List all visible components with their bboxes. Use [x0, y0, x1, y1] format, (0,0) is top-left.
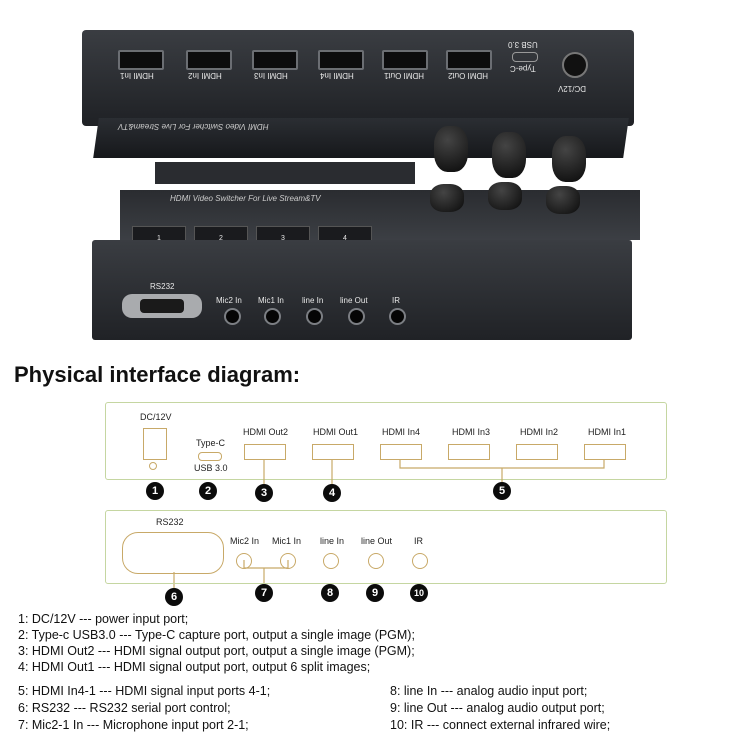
hdmi-label: HDMI Out2: [243, 427, 289, 437]
jack-shape: [236, 553, 252, 569]
hdmi-label: HDMI In3: [452, 427, 491, 437]
usb-label: USB 3.0: [194, 463, 228, 473]
callout-number: 6: [165, 588, 183, 606]
dc-label: DC/12V: [558, 84, 587, 93]
typec-label: Type-C: [510, 64, 536, 73]
hdmi-shape: [244, 444, 286, 460]
jack-shape: [368, 553, 384, 569]
knob: [434, 126, 468, 172]
jack-label: line In: [320, 536, 345, 546]
hdmi-label: HDMI In1: [588, 427, 627, 437]
jack-ir: [389, 308, 406, 325]
usb-label: USB 3.0: [508, 40, 538, 49]
jack-label: IR: [414, 536, 423, 546]
rs232-shape: [122, 532, 224, 574]
dc-label: DC/12V: [140, 412, 172, 422]
typec-shape: [198, 452, 222, 461]
product-text: HDMI Video Switcher For Live Stream&TV: [118, 122, 269, 131]
callout-number: 3: [255, 484, 273, 502]
typec-label: Type-C: [196, 438, 226, 448]
callout-number: 2: [199, 482, 217, 500]
knob: [492, 132, 526, 178]
hdmi-shape: [380, 444, 422, 460]
desc-line: 8: line In --- analog audio input port;: [390, 684, 588, 698]
hdmi-shape: [584, 444, 626, 460]
rs232-label: RS232: [150, 282, 175, 291]
jack-label: Mic1 In: [272, 536, 302, 546]
hdmi-shape: [448, 444, 490, 460]
desc-line: 5: HDMI In4-1 --- HDMI signal input port…: [18, 684, 271, 698]
panel-top: [105, 402, 667, 480]
jack-shape: [412, 553, 428, 569]
jack-shape: [323, 553, 339, 569]
jack-line-out: [348, 308, 365, 325]
rs232-socket: [140, 299, 184, 313]
dc-shape: [143, 428, 167, 460]
desc-line: 6: RS232 --- RS232 serial port control;: [18, 701, 231, 715]
jack-mic2: [224, 308, 241, 325]
callout-number: 4: [323, 484, 341, 502]
knob: [430, 184, 464, 212]
port-label: HDMI In4: [320, 71, 354, 80]
jack-label: line Out: [361, 536, 393, 546]
knob: [488, 182, 522, 210]
hdmi-label: HDMI Out1: [313, 427, 359, 437]
panel-bottom: [105, 510, 667, 584]
knob: [552, 136, 586, 182]
hdmi-shape: [312, 444, 354, 460]
desc-line: 2: Type-c USB3.0 --- Type-C capture port…: [18, 628, 415, 642]
device-keys-row: [155, 162, 415, 184]
hdmi-port-out1: [382, 50, 428, 70]
port-label: HDMI Out1: [384, 71, 425, 80]
key-label: 3: [281, 235, 285, 242]
diagram-heading: Physical interface diagram:: [14, 362, 301, 387]
desc-line: 4: HDMI Out1 --- HDMI signal output port…: [18, 660, 371, 674]
jack-label: line Out: [340, 296, 368, 305]
hdmi-shape: [516, 444, 558, 460]
jack-label: Mic1 In: [258, 296, 284, 305]
desc-line: 7: Mic2-1 In --- Microphone input port 2…: [18, 718, 249, 732]
desc-line: 1: DC/12V --- power input port;: [18, 612, 189, 626]
port-label: HDMI In2: [188, 71, 222, 80]
dc-jack: [562, 52, 588, 78]
port-label: HDMI Out2: [448, 71, 489, 80]
hdmi-label: HDMI In2: [520, 427, 559, 437]
device-back-photo: [82, 30, 634, 126]
jack-label: IR: [392, 296, 400, 305]
callout-number: 7: [255, 584, 273, 602]
device-front-photo: [92, 240, 632, 340]
dc-dot: [149, 462, 157, 470]
callout-number: 5: [493, 482, 511, 500]
hdmi-port-in4: [318, 50, 364, 70]
desc-line: 9: line Out --- analog audio output port…: [390, 701, 605, 715]
key-label: 2: [219, 235, 223, 242]
port-label: HDMI In3: [254, 71, 288, 80]
callout-number: 9: [366, 584, 384, 602]
typec-port: [512, 52, 538, 62]
jack-line-in: [306, 308, 323, 325]
callout-number: 10: [410, 584, 428, 602]
hdmi-port-in3: [252, 50, 298, 70]
hdmi-port-in1: [118, 50, 164, 70]
knob: [546, 186, 580, 214]
jack-label: line In: [302, 296, 324, 305]
hdmi-label: HDMI In4: [382, 427, 421, 437]
hdmi-port-out2: [446, 50, 492, 70]
callout-number: 8: [321, 584, 339, 602]
key-label: 4: [343, 235, 347, 242]
desc-line: 10: IR --- connect external infrared wir…: [390, 718, 611, 732]
callout-number: 1: [146, 482, 164, 500]
product-text-front: HDMI Video Switcher For Live Stream&TV: [170, 194, 321, 203]
jack-mic1: [264, 308, 281, 325]
port-label: HDMI In1: [120, 71, 154, 80]
hdmi-port-in2: [186, 50, 232, 70]
rs232-label: RS232: [156, 517, 184, 527]
jack-label: Mic2 In: [216, 296, 242, 305]
desc-line: 3: HDMI Out2 --- HDMI signal output port…: [18, 644, 415, 658]
jack-label: Mic2 In: [230, 536, 260, 546]
jack-shape: [280, 553, 296, 569]
key-label: 1: [157, 235, 161, 242]
